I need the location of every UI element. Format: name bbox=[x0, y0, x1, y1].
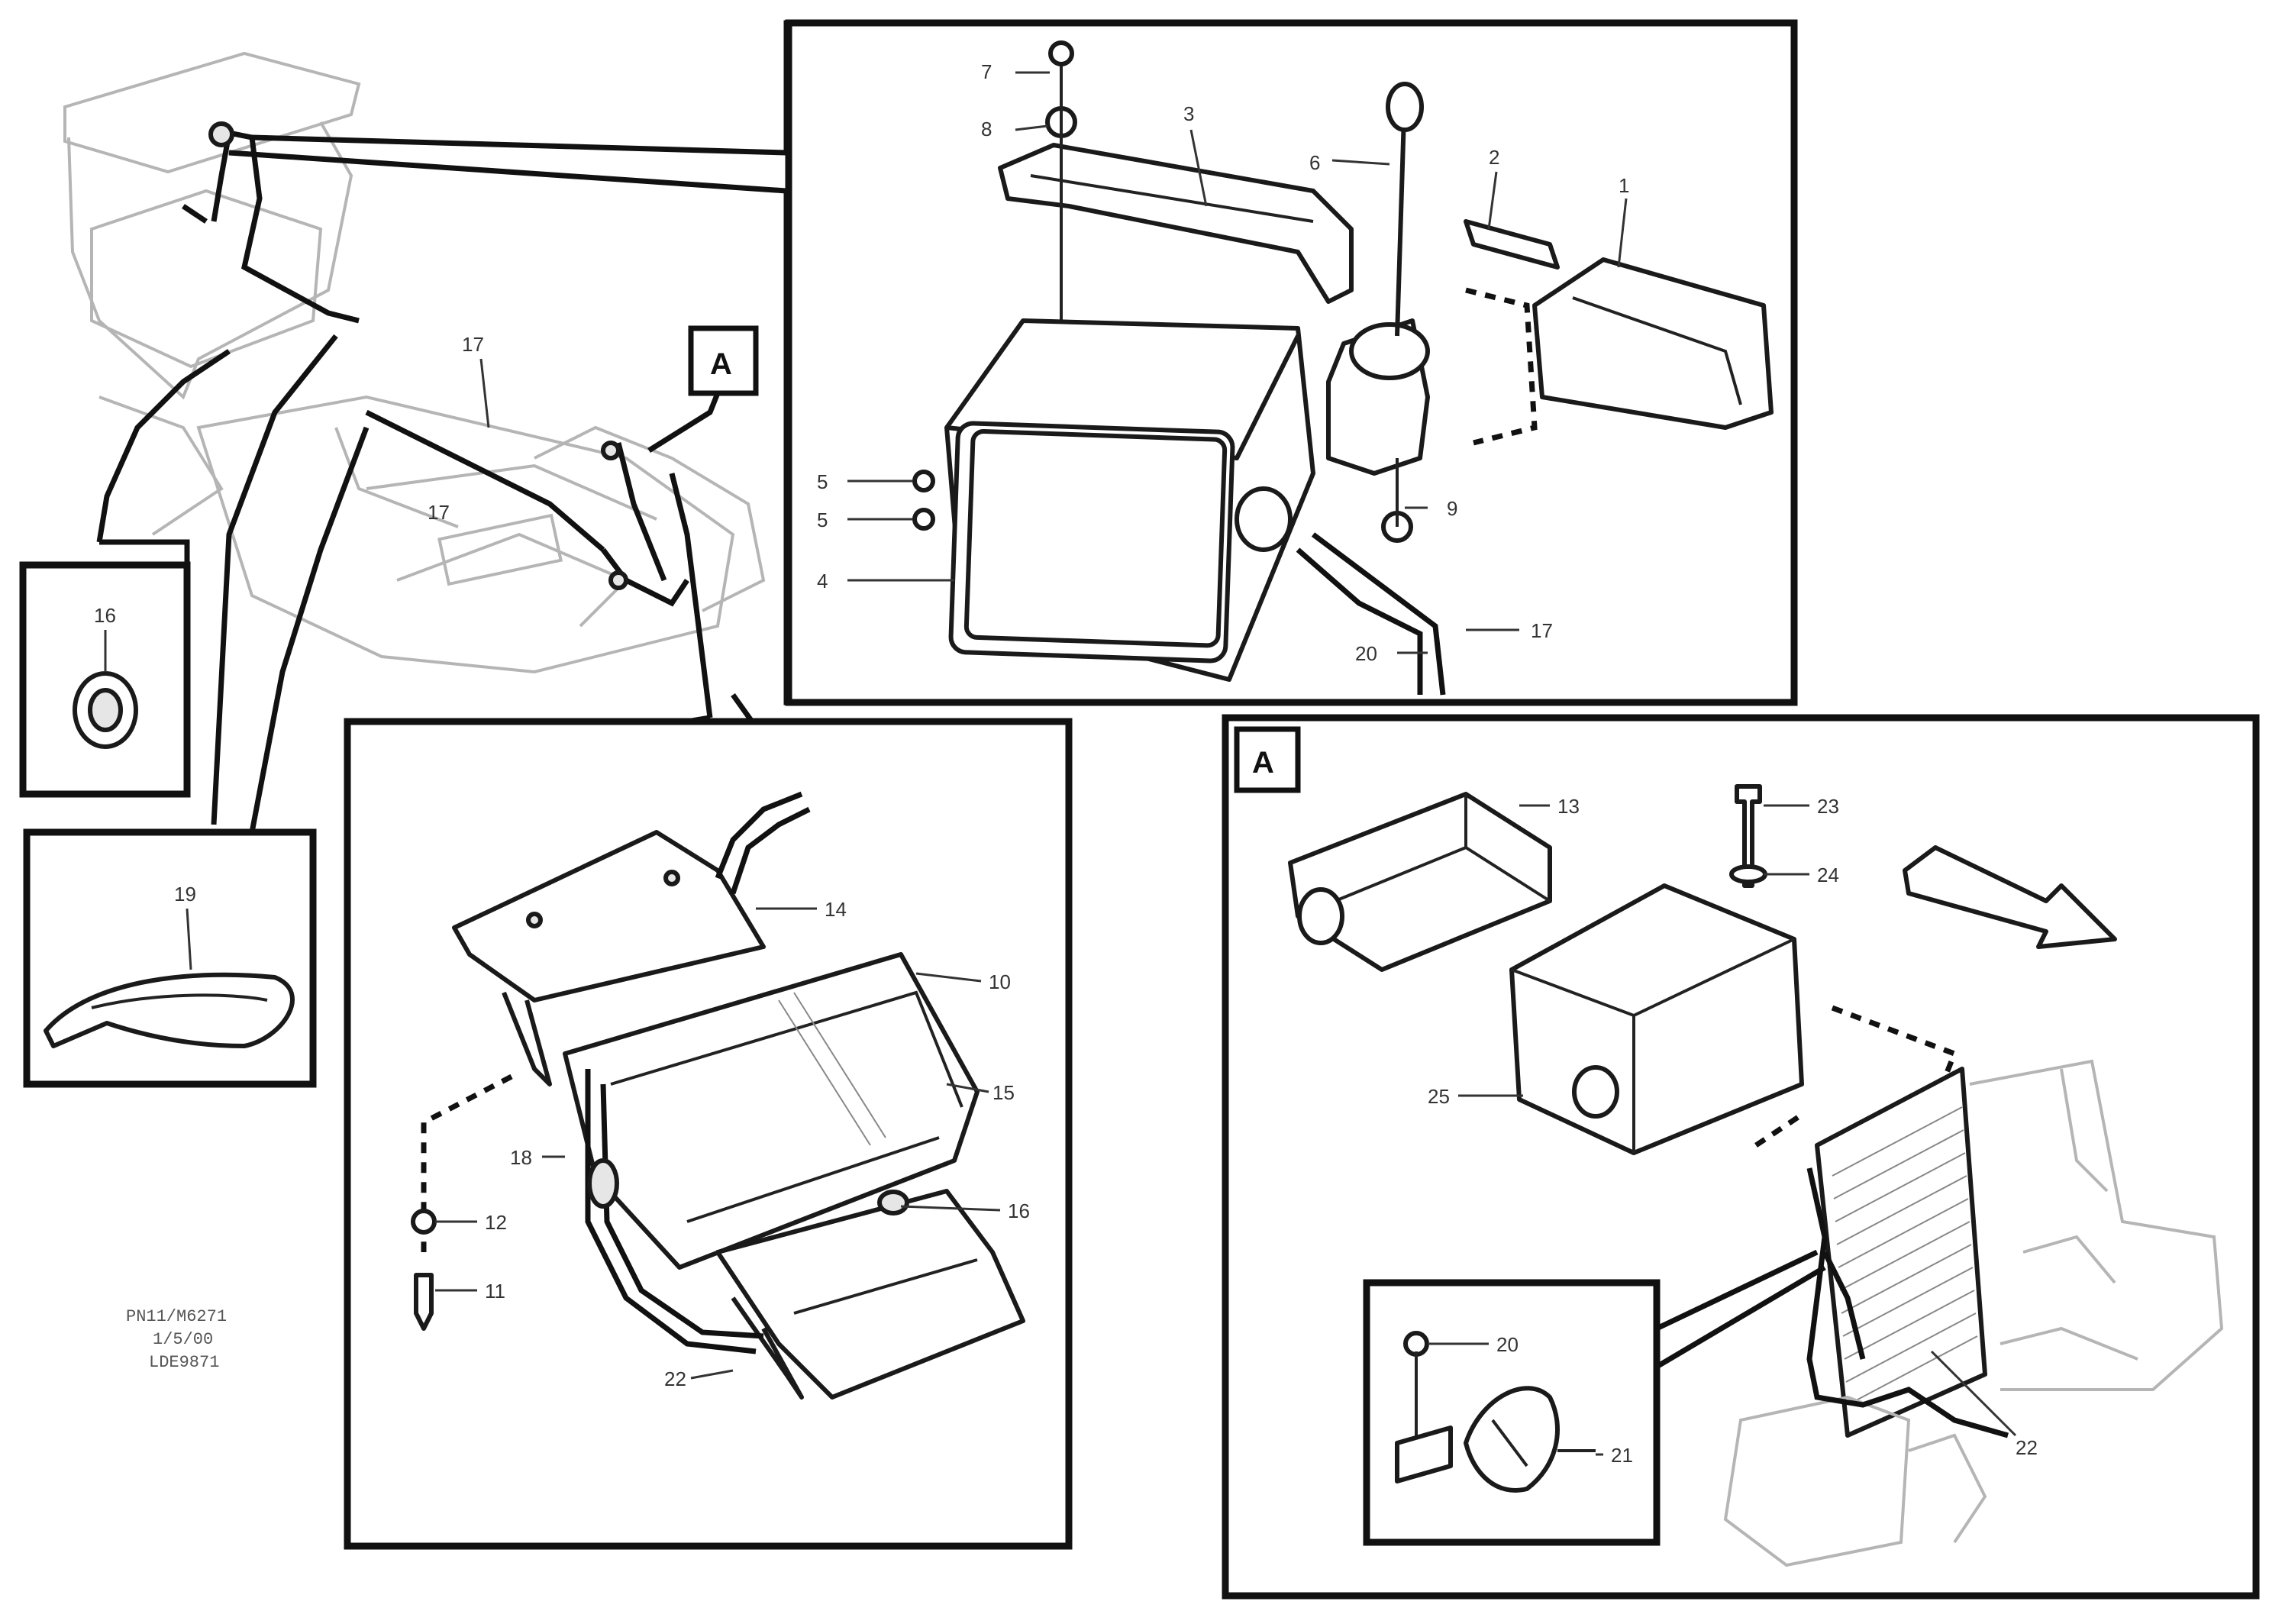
callout-2: 2 bbox=[1489, 146, 1499, 169]
callout-17-main-b: 17 bbox=[428, 501, 450, 524]
detail-frame-a: A 13 23 24 25 bbox=[1222, 714, 2260, 1600]
callout-16-mid: 16 bbox=[1008, 1199, 1030, 1222]
callout-24: 24 bbox=[1817, 864, 1839, 886]
callout-4: 4 bbox=[817, 570, 828, 592]
callout-9: 9 bbox=[1447, 497, 1457, 520]
callout-20-top: 20 bbox=[1355, 642, 1377, 665]
machine-overview: 17 17 bbox=[63, 51, 787, 833]
callout-17-top: 17 bbox=[1531, 619, 1553, 642]
grille-hatching bbox=[1832, 1106, 1978, 1406]
callout-23: 23 bbox=[1817, 795, 1839, 818]
callout-1: 1 bbox=[1619, 174, 1629, 197]
callout-22-a: 22 bbox=[2016, 1436, 2038, 1459]
svg-text:A: A bbox=[710, 347, 732, 381]
reference-code-line-2: 1/5/00 bbox=[153, 1330, 213, 1349]
callout-8: 8 bbox=[981, 118, 992, 140]
detail-frame-top: 7 8 3 6 2 1 9 5 5 4 20 17 bbox=[228, 19, 1798, 706]
callout-14: 14 bbox=[825, 898, 847, 921]
callout-5a: 5 bbox=[817, 470, 828, 493]
sensor-icon bbox=[208, 121, 234, 147]
inset-cable: 19 bbox=[23, 828, 317, 1088]
callout-12: 12 bbox=[485, 1211, 507, 1234]
direction-arrow-icon bbox=[1903, 845, 2117, 949]
callout-6: 6 bbox=[1309, 151, 1320, 174]
inset-grommet: 16 bbox=[19, 539, 191, 798]
reference-code-line-1: PN11/M6271 bbox=[126, 1307, 227, 1326]
callout-15: 15 bbox=[992, 1081, 1015, 1104]
detail-marker-a-top: A bbox=[688, 325, 759, 396]
callout-13: 13 bbox=[1557, 795, 1580, 818]
detail-marker-a-panel: A bbox=[1252, 746, 1274, 780]
callout-11: 11 bbox=[485, 1280, 505, 1303]
callout-25: 25 bbox=[1428, 1085, 1450, 1108]
callout-3: 3 bbox=[1183, 102, 1194, 125]
callout-18: 18 bbox=[510, 1146, 532, 1169]
callout-19: 19 bbox=[174, 883, 196, 906]
callout-22-mid: 22 bbox=[664, 1367, 686, 1390]
callout-21: 21 bbox=[1611, 1444, 1633, 1467]
callout-20-a: 20 bbox=[1496, 1333, 1519, 1356]
reference-code: PN11/M6271 1/5/00 LDE9871 bbox=[126, 1307, 227, 1372]
callout-10: 10 bbox=[989, 970, 1011, 993]
callout-16-inset: 16 bbox=[94, 604, 116, 627]
detail-frame-middle: 14 10 15 16 22 18 12 11 bbox=[344, 693, 1073, 1550]
callout-5b: 5 bbox=[817, 509, 828, 531]
callout-7: 7 bbox=[981, 60, 992, 83]
callout-17-main: 17 bbox=[462, 333, 484, 356]
reference-code-line-3: LDE9871 bbox=[149, 1353, 219, 1372]
